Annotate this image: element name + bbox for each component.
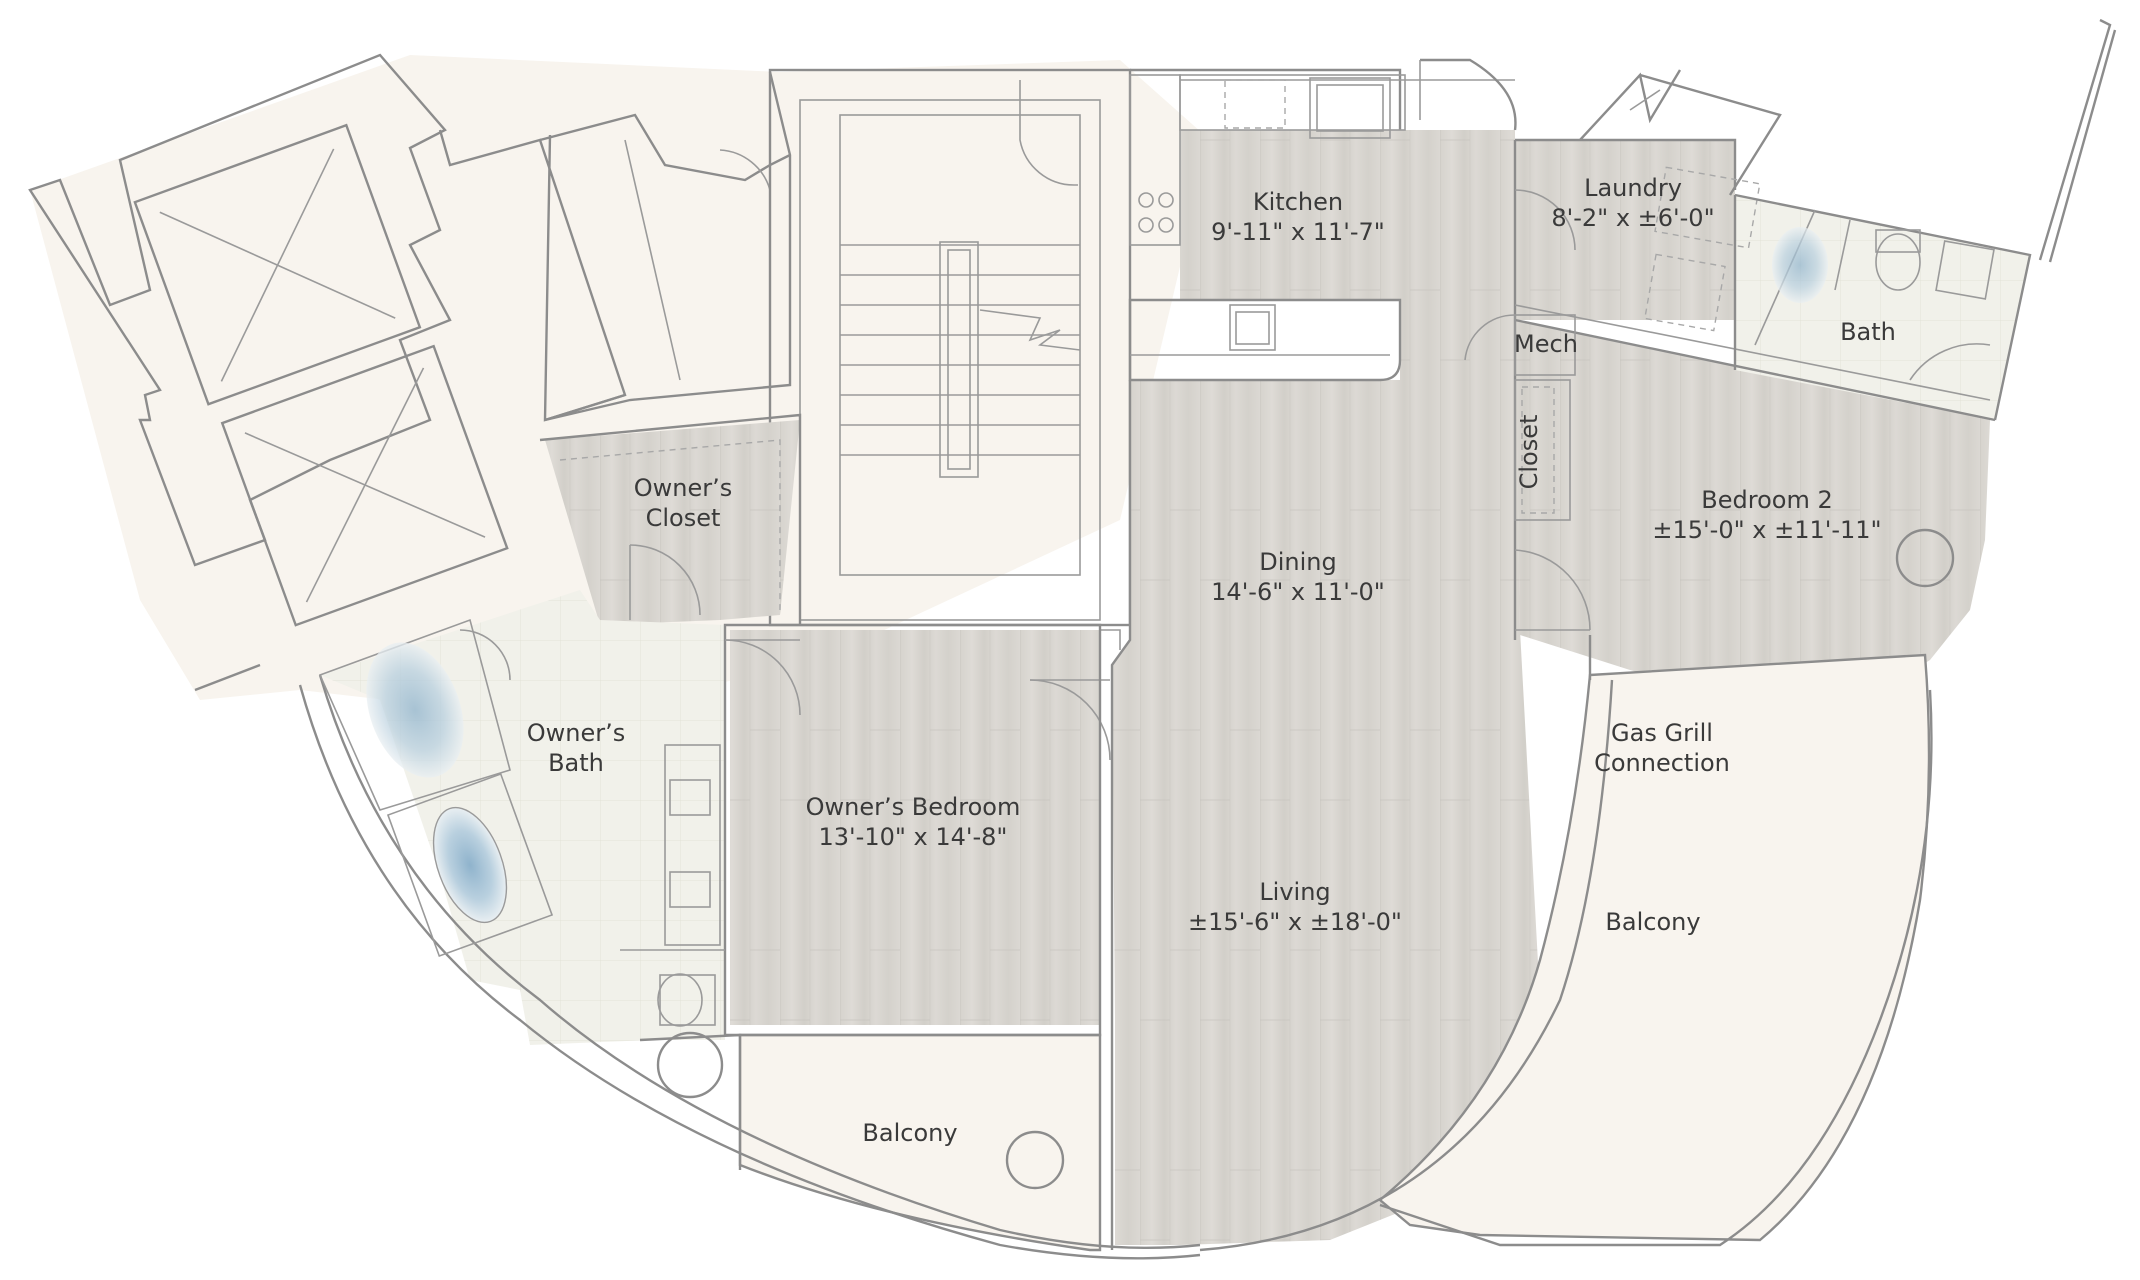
owners-closet-line2: Closet bbox=[646, 504, 721, 532]
laundry-size: 8'-2" x ±6'-0" bbox=[1551, 204, 1714, 232]
balcony-bottom-name: Balcony bbox=[862, 1119, 957, 1147]
exterior-walls bbox=[298, 18, 2117, 1260]
owners-bath-line2: Bath bbox=[548, 749, 604, 777]
laundry-name: Laundry bbox=[1584, 174, 1682, 202]
closet-name: Closet bbox=[1515, 415, 1543, 490]
gas-grill-line1: Gas Grill bbox=[1611, 719, 1713, 747]
interior-walls bbox=[318, 58, 2032, 1250]
common-areas bbox=[30, 55, 1210, 720]
corridor bbox=[438, 71, 792, 422]
gas-grill-line2: Connection bbox=[1594, 749, 1730, 777]
living-size: ±15'-6" x ±18'-0" bbox=[1188, 908, 1402, 936]
bath-name: Bath bbox=[1840, 318, 1896, 346]
bedroom2-name: Bedroom 2 bbox=[1701, 486, 1832, 514]
living-name: Living bbox=[1259, 878, 1330, 906]
owners-bedroom-size: 13'-10" x 14'-8" bbox=[819, 823, 1008, 851]
owners-bath-line1: Owner’s bbox=[527, 719, 626, 747]
kitchen-name: Kitchen bbox=[1253, 188, 1343, 216]
bedroom2-size: ±15'-0" x ±11'-11" bbox=[1652, 516, 1881, 544]
owners-closet-line1: Owner’s bbox=[634, 474, 733, 502]
mech-name: Mech bbox=[1514, 330, 1578, 358]
dining-size: 14'-6" x 11'-0" bbox=[1211, 578, 1385, 606]
kitchen-size: 9'-11" x 11'-7" bbox=[1211, 218, 1385, 246]
dining-name: Dining bbox=[1259, 548, 1336, 576]
wood-floors bbox=[545, 130, 1990, 1245]
elevator-shaft bbox=[28, 53, 509, 692]
balcony-right-name: Balcony bbox=[1605, 908, 1700, 936]
room-labels: Kitchen 9'-11" x 11'-7" Laundry 8'-2" x … bbox=[527, 174, 1896, 1147]
owners-bedroom-name: Owner’s Bedroom bbox=[806, 793, 1021, 821]
